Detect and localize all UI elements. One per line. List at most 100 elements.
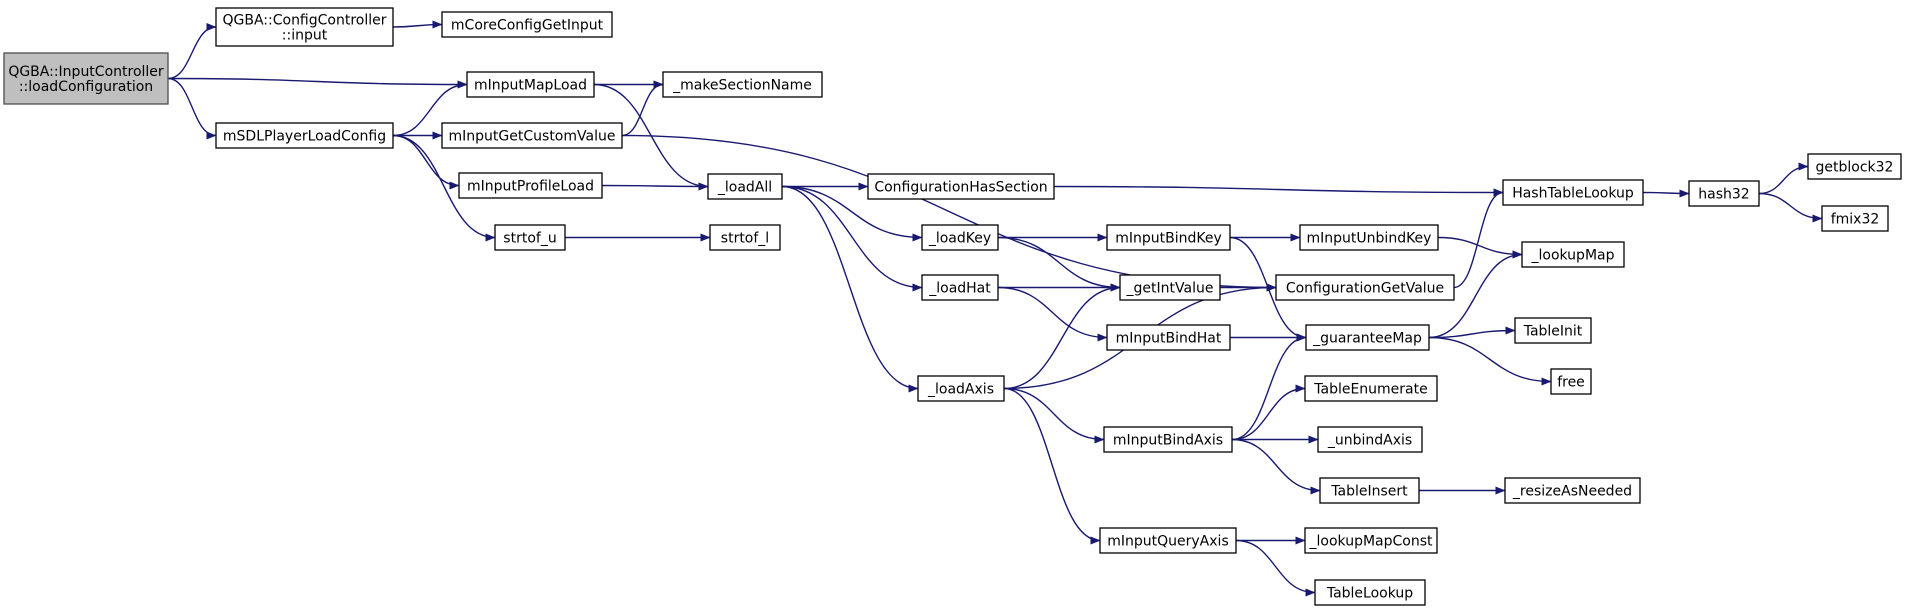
node-box (1514, 317, 1592, 344)
node-box (1502, 179, 1644, 206)
graph-node[interactable]: QGBA::InputController::loadConfiguration (3, 52, 169, 105)
node-box (1106, 324, 1231, 351)
node-box (466, 71, 595, 98)
edge-n11-n15 (781, 185, 919, 393)
graph-node[interactable]: TableInsert (1319, 477, 1420, 504)
edge-n23-n30 (1428, 250, 1523, 339)
graph-node[interactable]: _lookupMap (1521, 241, 1625, 268)
graph-node[interactable]: free (1550, 368, 1592, 395)
node-label: _loadAll (717, 180, 772, 196)
graph-node[interactable]: mInputMapLoad (466, 71, 595, 98)
graph-node[interactable]: fmix32 (1821, 205, 1889, 232)
edge-n15-n19 (1003, 387, 1105, 444)
edge-n22-n29 (1453, 188, 1504, 289)
node-label: ConfigurationGetValue (1286, 281, 1444, 297)
nodes: QGBA::InputController::loadConfiguration… (3, 7, 1902, 606)
node-label: mSDLPlayerLoadConfig (223, 129, 386, 145)
node-box (1305, 324, 1430, 351)
node-label: TableEnumerate (1313, 382, 1427, 398)
edge-n7-n22 (621, 134, 1277, 292)
edge-n6-n4 (392, 80, 468, 137)
edge-n19-n23 (1231, 333, 1307, 441)
edge-n11-n13 (781, 185, 923, 242)
graph-node[interactable]: mInputQueryAxis (1099, 527, 1237, 554)
node-box (917, 375, 1005, 402)
node-label: _makeSectionName (672, 78, 812, 94)
graph-node[interactable]: TableEnumerate (1304, 375, 1438, 402)
graph-node[interactable]: _lookupMapConst (1304, 527, 1438, 554)
node-label: _unbindAxis (1327, 433, 1412, 449)
node-box (867, 173, 1055, 200)
graph-node[interactable]: getblock32 (1807, 153, 1902, 180)
edge-n23-n31 (1428, 326, 1516, 339)
edge-n6-n9 (392, 134, 496, 242)
graph-node[interactable]: mInputBindAxis (1103, 426, 1233, 453)
graph-node[interactable]: strtof_u (494, 224, 566, 251)
edge-n1-n4 (167, 77, 468, 89)
node-label: mInputMapLoad (474, 78, 587, 94)
node-box (921, 224, 999, 251)
graph-node[interactable]: mInputBindKey (1106, 224, 1231, 251)
node-label: _lookupMap (1530, 248, 1614, 264)
node-box (1550, 368, 1592, 395)
graph-node[interactable]: _unbindAxis (1317, 426, 1423, 453)
edge-n15-n17 (1003, 283, 1121, 390)
graph-node[interactable]: _loadKey (921, 224, 999, 251)
graph-node[interactable]: _getIntValue (1119, 274, 1221, 301)
node-box (921, 274, 999, 301)
node-box (458, 172, 603, 199)
node-box (215, 122, 394, 149)
graph-node[interactable]: ConfigurationHasSection (867, 173, 1055, 200)
node-box (1299, 224, 1439, 251)
graph-node[interactable]: mSDLPlayerLoadConfig (215, 122, 394, 149)
edge-n1-n2 (167, 23, 217, 80)
node-box (1821, 205, 1889, 232)
graph-node[interactable]: QGBA::ConfigController::input (215, 7, 394, 47)
node-label: getblock32 (1816, 160, 1894, 176)
node-box (1106, 224, 1231, 251)
graph-node[interactable]: TableLookup (1314, 579, 1426, 606)
node-box (662, 71, 823, 98)
graph-node[interactable]: TableInit (1514, 317, 1592, 344)
node-box (1119, 274, 1221, 301)
node-box (441, 11, 613, 38)
node-box (1103, 426, 1233, 453)
node-label: _resizeAsNeeded (1512, 484, 1632, 500)
node-box (709, 224, 781, 251)
graph-node[interactable]: _loadAxis (917, 375, 1005, 402)
edge-n14-n18 (997, 286, 1108, 342)
node-box (1317, 426, 1423, 453)
node-box (494, 224, 566, 251)
graph-node[interactable]: hash32 (1688, 180, 1760, 207)
edges (167, 20, 1823, 597)
node-box (215, 7, 394, 47)
node-box (1314, 579, 1426, 606)
node-box (1099, 527, 1237, 554)
node-box (1319, 477, 1420, 504)
node-box (1688, 180, 1760, 207)
graph-node[interactable]: _loadAll (707, 173, 783, 200)
graph-node[interactable]: HashTableLookup (1502, 179, 1644, 206)
node-label: _loadAxis (927, 382, 994, 398)
edge-n34-n36 (1758, 192, 1823, 223)
edge-n21-n30 (1437, 236, 1523, 259)
node-label: strtof_l (721, 231, 769, 247)
graph-node[interactable]: mCoreConfigGetInput (441, 11, 613, 38)
node-label: HashTableLookup (1512, 186, 1634, 202)
node-label: strtof_u (503, 231, 556, 247)
edge-n12-n29 (1053, 185, 1504, 197)
node-box (1521, 241, 1625, 268)
graph-node[interactable]: mInputUnbindKey (1299, 224, 1439, 251)
graph-node[interactable]: mInputProfileLoad (458, 172, 603, 199)
node-label: _lookupMapConst (1309, 534, 1434, 550)
graph-node[interactable]: _guaranteeMap (1305, 324, 1430, 351)
graph-node[interactable]: ConfigurationGetValue (1275, 274, 1455, 301)
graph-node[interactable]: _makeSectionName (662, 71, 823, 98)
graph-node[interactable]: _resizeAsNeeded (1504, 477, 1641, 504)
graph-node[interactable]: mInputGetCustomValue (441, 122, 623, 149)
node-label: _guaranteeMap (1312, 331, 1422, 347)
graph-node[interactable]: _loadHat (921, 274, 999, 301)
graph-node[interactable]: strtof_l (709, 224, 781, 251)
graph-node[interactable]: mInputBindHat (1106, 324, 1231, 351)
